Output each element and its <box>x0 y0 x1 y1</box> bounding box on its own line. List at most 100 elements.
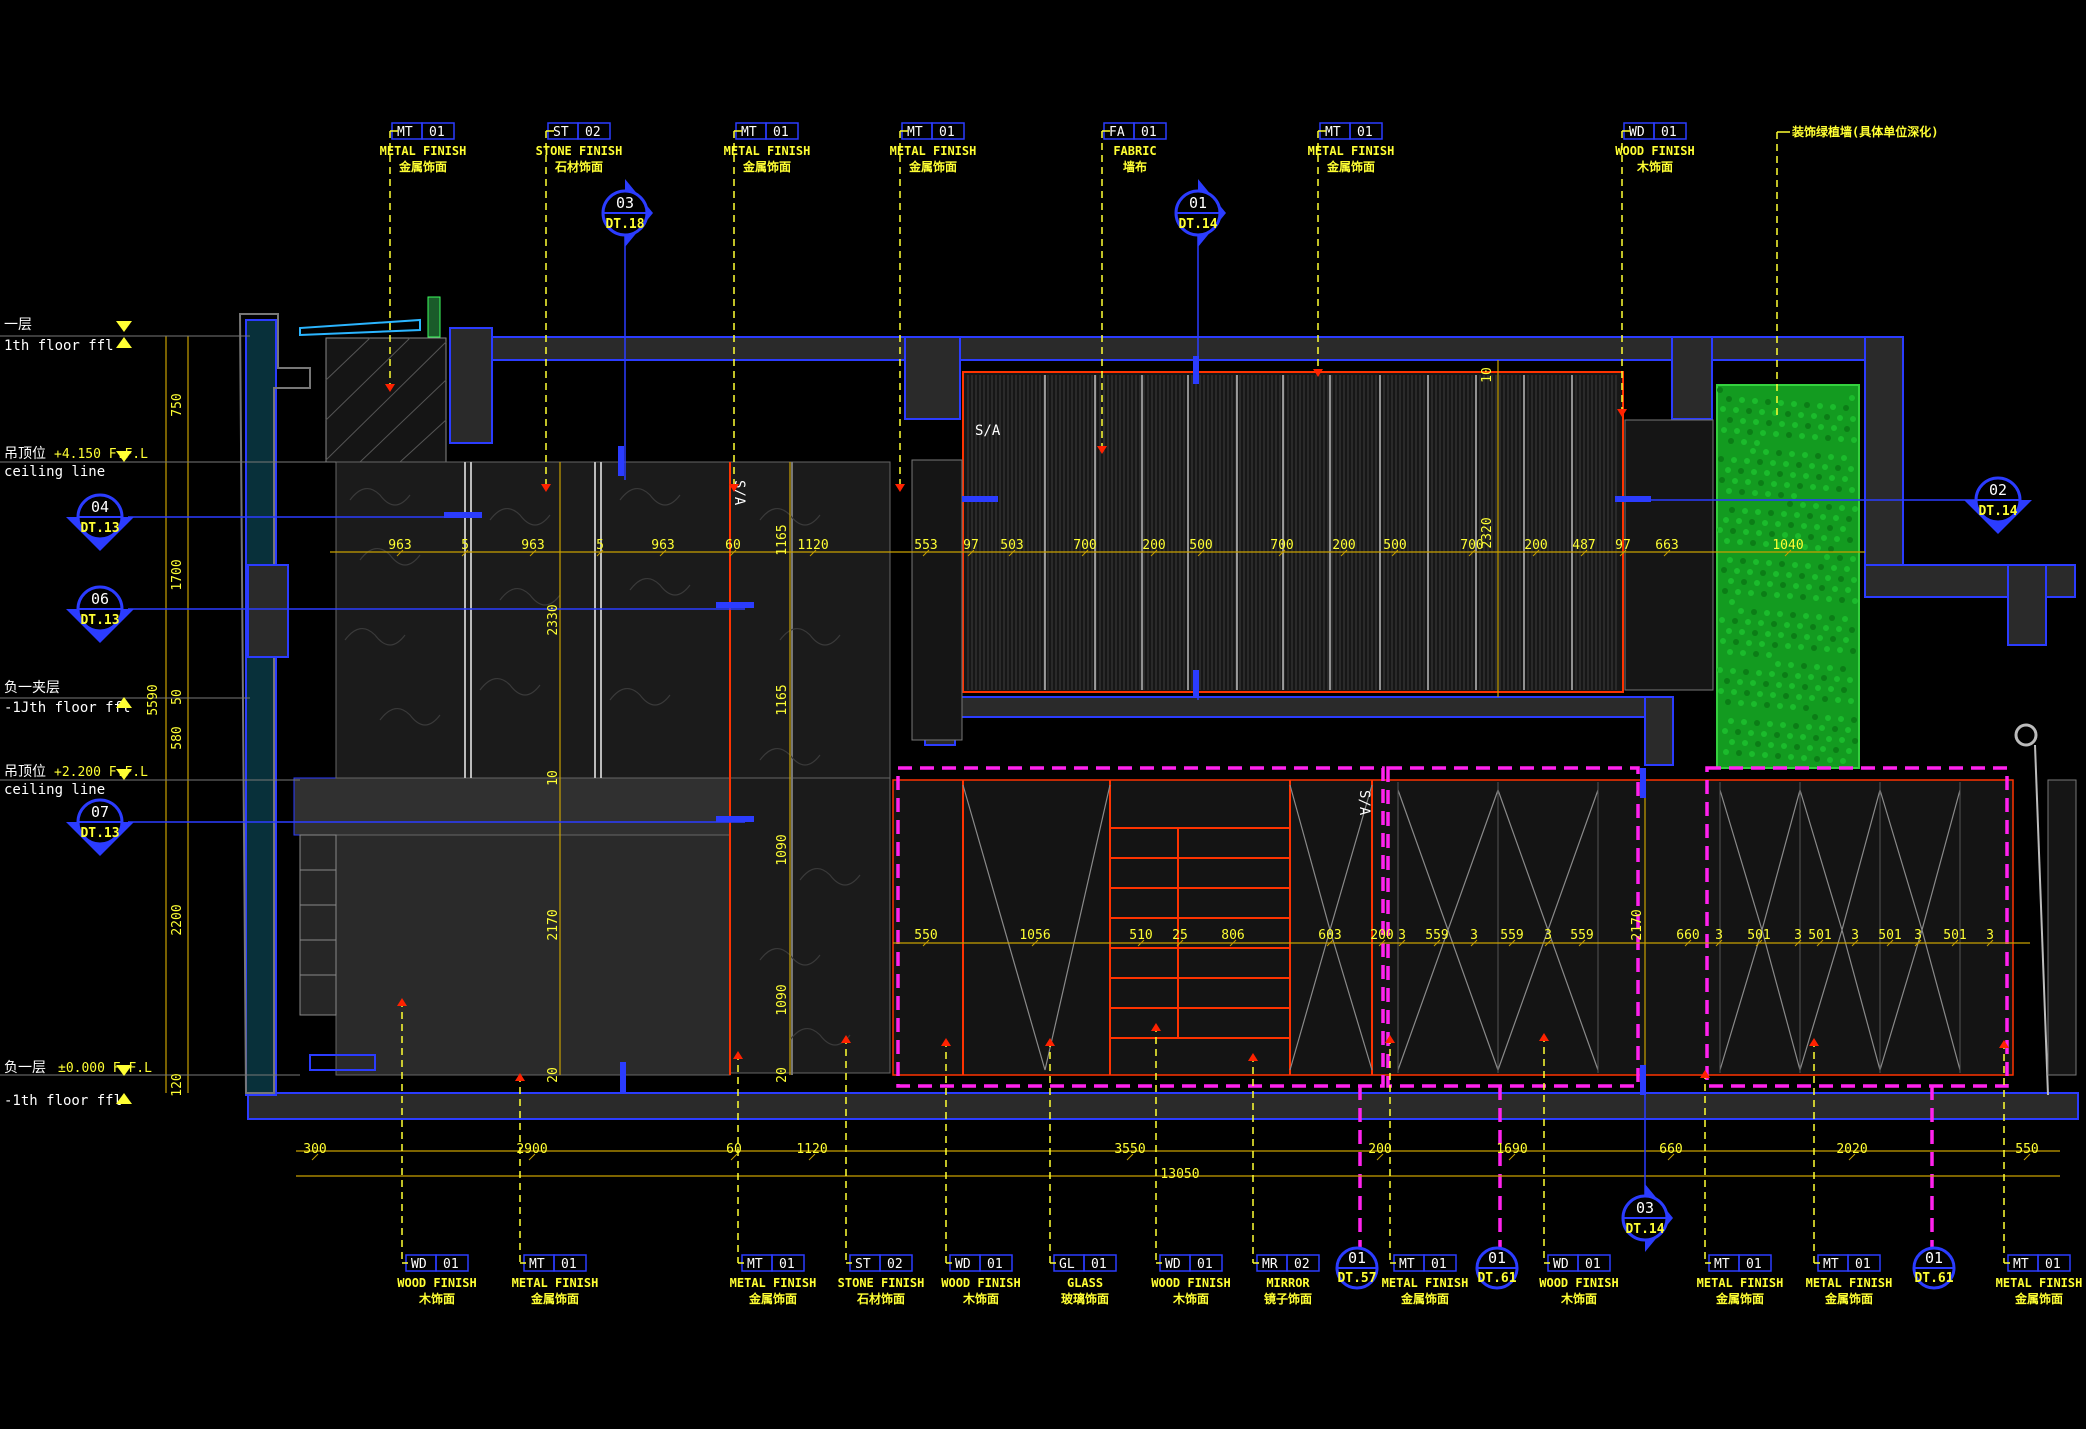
dim-upper-6: 1120 <box>797 538 828 553</box>
dim-lower-7: 3 <box>1398 928 1406 943</box>
upper-left-hatch <box>325 337 447 463</box>
finish-name-cn: 金属饰面 <box>908 159 957 174</box>
section-marker-07: 07 DT.13 <box>66 798 134 856</box>
finish-name-cn: 玻璃饰面 <box>1061 1291 1109 1306</box>
basement-level-en: -1th floor ffl <box>4 1093 122 1109</box>
dim-upper-20: 663 <box>1655 538 1678 553</box>
dim-lower-20: 3 <box>1914 928 1922 943</box>
section-marker-01-top: 01 DT.14 <box>1174 179 1226 247</box>
svg-text:01: 01 <box>1348 1249 1366 1267</box>
finish-number: 02 <box>585 125 601 140</box>
beam-3 <box>1671 336 1713 420</box>
finish-name: FABRIC <box>1113 144 1156 158</box>
dim-vertical-9: 20 <box>775 1067 790 1083</box>
dim-left-4: 2200 <box>170 904 185 935</box>
dim-lower-8: 559 <box>1425 928 1448 943</box>
ceiling-1-value: +4.150 F.F.L <box>54 447 148 462</box>
svg-text:01: 01 <box>1925 1249 1943 1267</box>
svg-text:DT.13: DT.13 <box>80 613 119 628</box>
finish-number: 01 <box>2045 1257 2061 1272</box>
finish-name: GLASS <box>1067 1276 1103 1290</box>
section-marker-03-top: 03 DT.18 <box>601 179 653 247</box>
dim-bottom-9: 550 <box>2015 1142 2038 1157</box>
finish-code: WD <box>955 1257 971 1272</box>
zone-outline-2 <box>1386 766 1640 1088</box>
dim-upper-1: 5 <box>461 538 469 553</box>
finish-code: MT <box>1325 125 1341 140</box>
finish-name: WOOD FINISH <box>1151 1276 1230 1290</box>
finish-name-cn: 木饰面 <box>1172 1291 1209 1306</box>
finish-number: 01 <box>1357 125 1373 140</box>
dim-lower-5: 603 <box>1318 928 1341 943</box>
dim-vertical-7: 10 <box>546 770 561 786</box>
fabric-panel-frame <box>962 371 1624 693</box>
dim-left-1: 1700 <box>170 559 185 590</box>
svg-text:02: 02 <box>1989 481 2007 499</box>
ceiling-2-value: +2.200 F.F.L <box>54 765 148 780</box>
finish-name-cn: 金属饰面 <box>1824 1291 1873 1306</box>
finish-name: MIRROR <box>1266 1276 1310 1290</box>
dim-lower-12: 559 <box>1570 928 1593 943</box>
svg-text:03: 03 <box>616 194 634 212</box>
dim-bottom-3: 1120 <box>796 1142 827 1157</box>
floor-slab <box>247 1092 2079 1120</box>
glass-rail <box>299 318 421 337</box>
ceiling-fixture <box>2014 723 2038 747</box>
finish-name: STONE FINISH <box>838 1276 925 1290</box>
finish-number: 01 <box>561 1257 577 1272</box>
right-beam <box>2007 564 2047 646</box>
finish-name: METAL FINISH <box>380 144 467 158</box>
dim-bottom-6: 1690 <box>1496 1142 1527 1157</box>
dim-bottom-1: 2900 <box>516 1142 547 1157</box>
finish-name: METAL FINISH <box>1697 1276 1784 1290</box>
finish-name: METAL FINISH <box>1308 144 1395 158</box>
dim-vertical-4: 1090 <box>775 834 790 865</box>
finish-number: 01 <box>773 125 789 140</box>
left-column-block <box>247 564 289 658</box>
finish-number: 01 <box>987 1257 1003 1272</box>
dim-lower-22: 3 <box>1986 928 1994 943</box>
svg-text:DT.13: DT.13 <box>80 826 119 841</box>
dim-upper-5: 60 <box>725 538 741 553</box>
finish-number: 01 <box>1141 125 1157 140</box>
finish-name-cn: 金属饰面 <box>398 159 447 174</box>
finish-name: WOOD FINISH <box>397 1276 476 1290</box>
level-markers: 一层 1th floor ffl 吊顶位 +4.150 F.F.L ceilin… <box>4 317 152 1109</box>
finish-name: METAL FINISH <box>730 1276 817 1290</box>
dim-vertical-8: 20 <box>546 1067 561 1083</box>
section-marker-01-c: 01 DT.61 <box>1912 1246 1956 1290</box>
section-marker-02: 02 DT.14 <box>1964 476 2032 534</box>
dim-lower-21: 501 <box>1943 928 1966 943</box>
svg-text:01: 01 <box>1488 1249 1506 1267</box>
finish-name-cn: 金属饰面 <box>2014 1291 2063 1306</box>
dim-upper-2: 963 <box>521 538 544 553</box>
dim-lower-2: 510 <box>1129 928 1152 943</box>
finish-number: 02 <box>1294 1257 1310 1272</box>
dim-lower-10: 559 <box>1500 928 1523 943</box>
left-shelf-unit <box>299 834 337 1016</box>
finish-name-cn: 木饰面 <box>418 1291 455 1306</box>
finish-name-cn: 金属饰面 <box>748 1291 797 1306</box>
mid-slab <box>924 696 1671 718</box>
dim-upper-3: 5 <box>596 538 604 553</box>
dim-bottom-4: 3550 <box>1114 1142 1145 1157</box>
level-marker-icon <box>116 321 132 332</box>
finish-name: METAL FINISH <box>890 144 977 158</box>
finish-name-cn: 木饰面 <box>1560 1291 1597 1306</box>
finish-number: 01 <box>1746 1257 1762 1272</box>
finish-number: 01 <box>1431 1257 1447 1272</box>
dim-vertical-5: 1090 <box>775 984 790 1015</box>
dim-upper-7: 553 <box>914 538 937 553</box>
finish-name: WOOD FINISH <box>1539 1276 1618 1290</box>
finish-name: METAL FINISH <box>1806 1276 1893 1290</box>
svg-text:DT.18: DT.18 <box>605 217 644 232</box>
finish-name-cn: 墙布 <box>1123 159 1147 174</box>
